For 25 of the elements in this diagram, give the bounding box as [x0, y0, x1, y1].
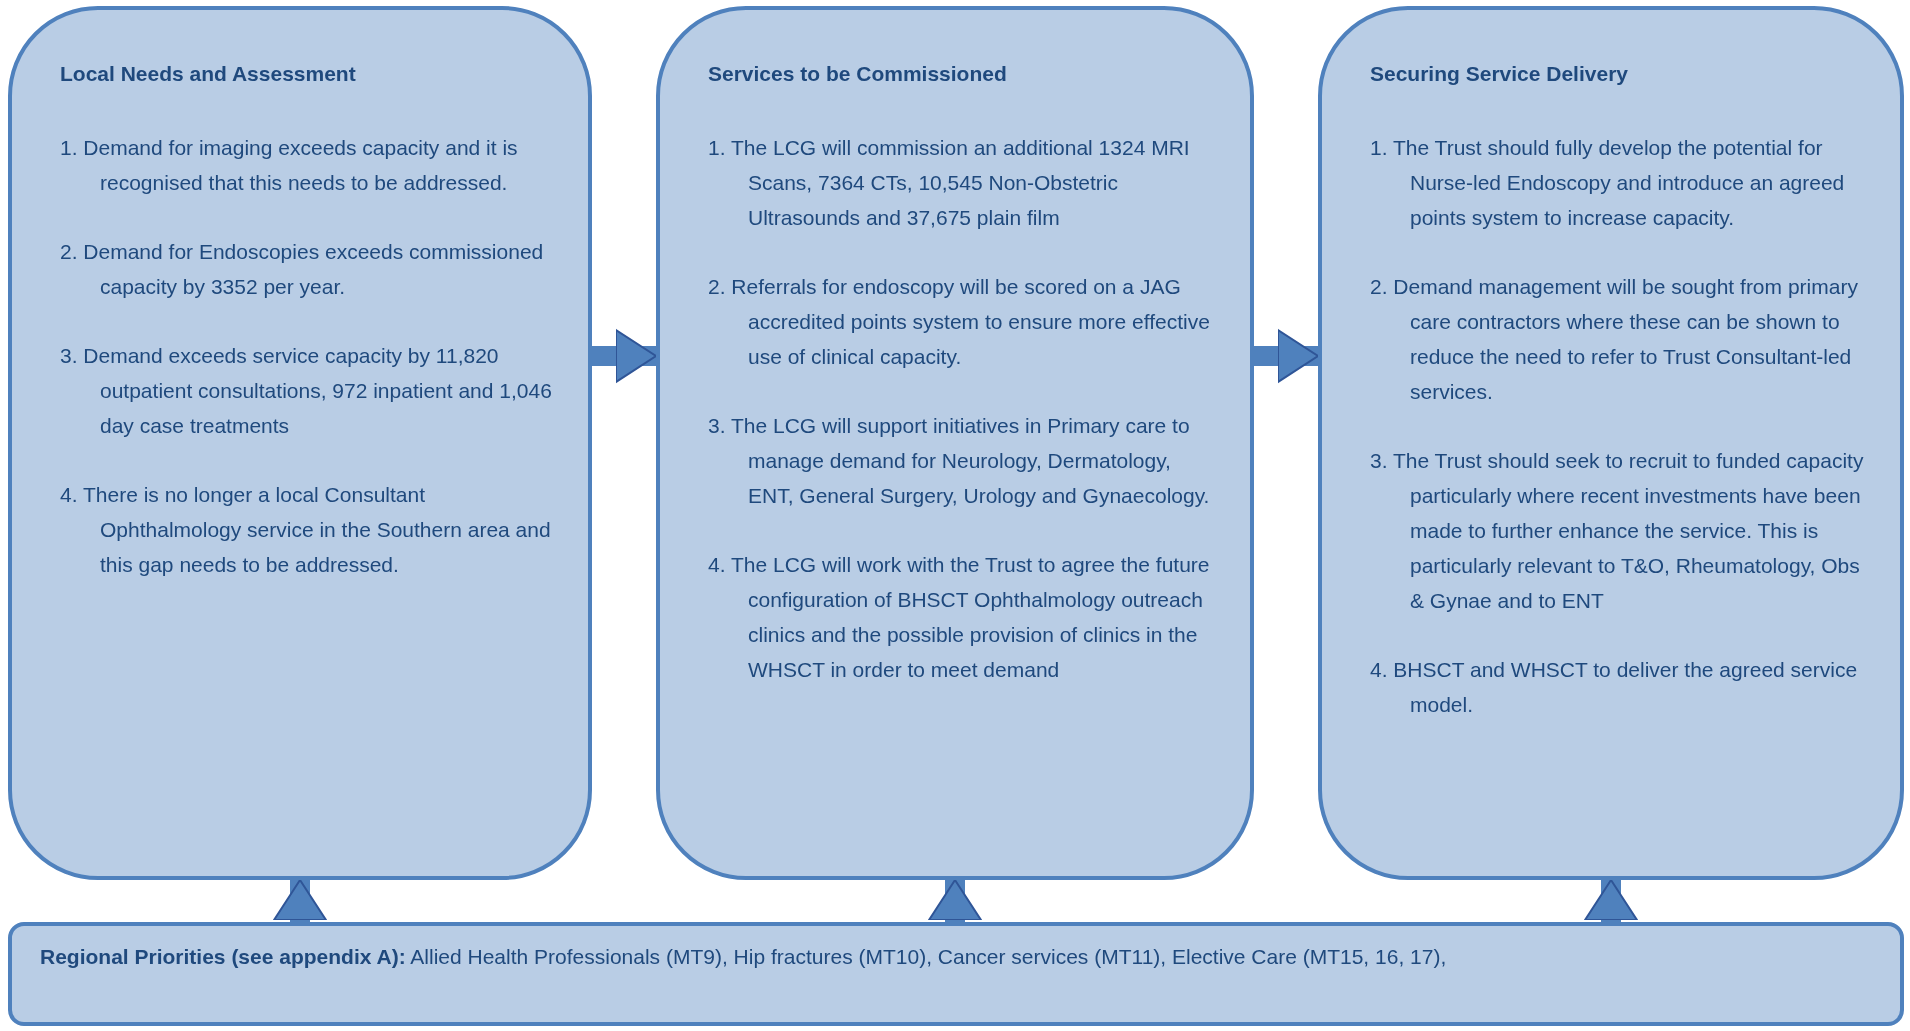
list-item: 2. Demand for Endoscopies exceeds commissioned capacity by 3352 per year.: [60, 238, 545, 300]
list-item: 3. Demand exceeds service capacity by 11,820 outpatient consultations, 972 inpatient and 1,046 day case treatments: [60, 342, 553, 439]
list-item: 4. The LCG will work with the Trust to agree the future configuration of BHSCT Ophthalmology outreach clinics and the possible provision of clinics in the WHSCT in order to meet demand: [708, 551, 1211, 683]
list-item: 3. The LCG will support initiatives in Primary care to manage demand for Neurology, Dermatology, ENT, General Surgery, Urology and Gynaecology.: [708, 412, 1211, 509]
stage-panel: [656, 6, 1254, 880]
list-item: 1. The LCG will commission an additional 1324 MRI Scans, 7364 CTs, 10,545 Non-Obstetric Ultrasounds and 37,675 plain film: [708, 134, 1191, 231]
block-arrow: [1254, 329, 1319, 383]
block-arrow: [592, 329, 657, 383]
list-item: 2. Referrals for endoscopy will be scored on a JAG accredited points system to ensure more effective use of clinical capacity.: [708, 273, 1211, 370]
list-item: 4. BHSCT and WHSCT to deliver the agreed service model.: [1370, 656, 1859, 718]
block-arrow: [273, 879, 327, 922]
priorities-text: Regional Priorities (see appendix A): Allied Health Professionals (MT9), Hip fractures (MT10), Cancer services (MT11), Elective Care (MT15, 16, 17),: [40, 944, 1448, 970]
list-item: 2. Demand management will be sought from primary care contractors where these can be shown to reduce the need to refer to Trust Consultant-led services.: [1370, 273, 1859, 405]
panel-heading: Securing Service Delivery: [1370, 61, 1629, 87]
list-item: 1. The Trust should fully develop the potential for Nurse-led Endoscopy and introduce an agreed points system to increase capacity.: [1370, 134, 1846, 231]
panel-heading: Services to be Commissioned: [708, 61, 1008, 87]
block-arrow: [928, 879, 982, 922]
stage-panel: [1318, 6, 1904, 880]
list-item: 3. The Trust should seek to recruit to funded capacity particularly where recent investments have been made to further enhance the service. This is particularly relevant to T&O, Rheumatology, Obs & Gynae and to ENT: [1370, 447, 1865, 614]
stage-panel: [8, 6, 592, 880]
priorities-band: [8, 922, 1904, 1026]
panel-heading: Local Needs and Assessment: [60, 61, 357, 87]
list-item: 1. Demand for imaging exceeds capacity and it is recognised that this needs to be addressed.: [60, 134, 519, 196]
list-item: 4. There is no longer a local Consultant Ophthalmology service in the Southern area and this gap needs to be addressed.: [60, 481, 552, 578]
block-arrow: [1584, 879, 1638, 922]
